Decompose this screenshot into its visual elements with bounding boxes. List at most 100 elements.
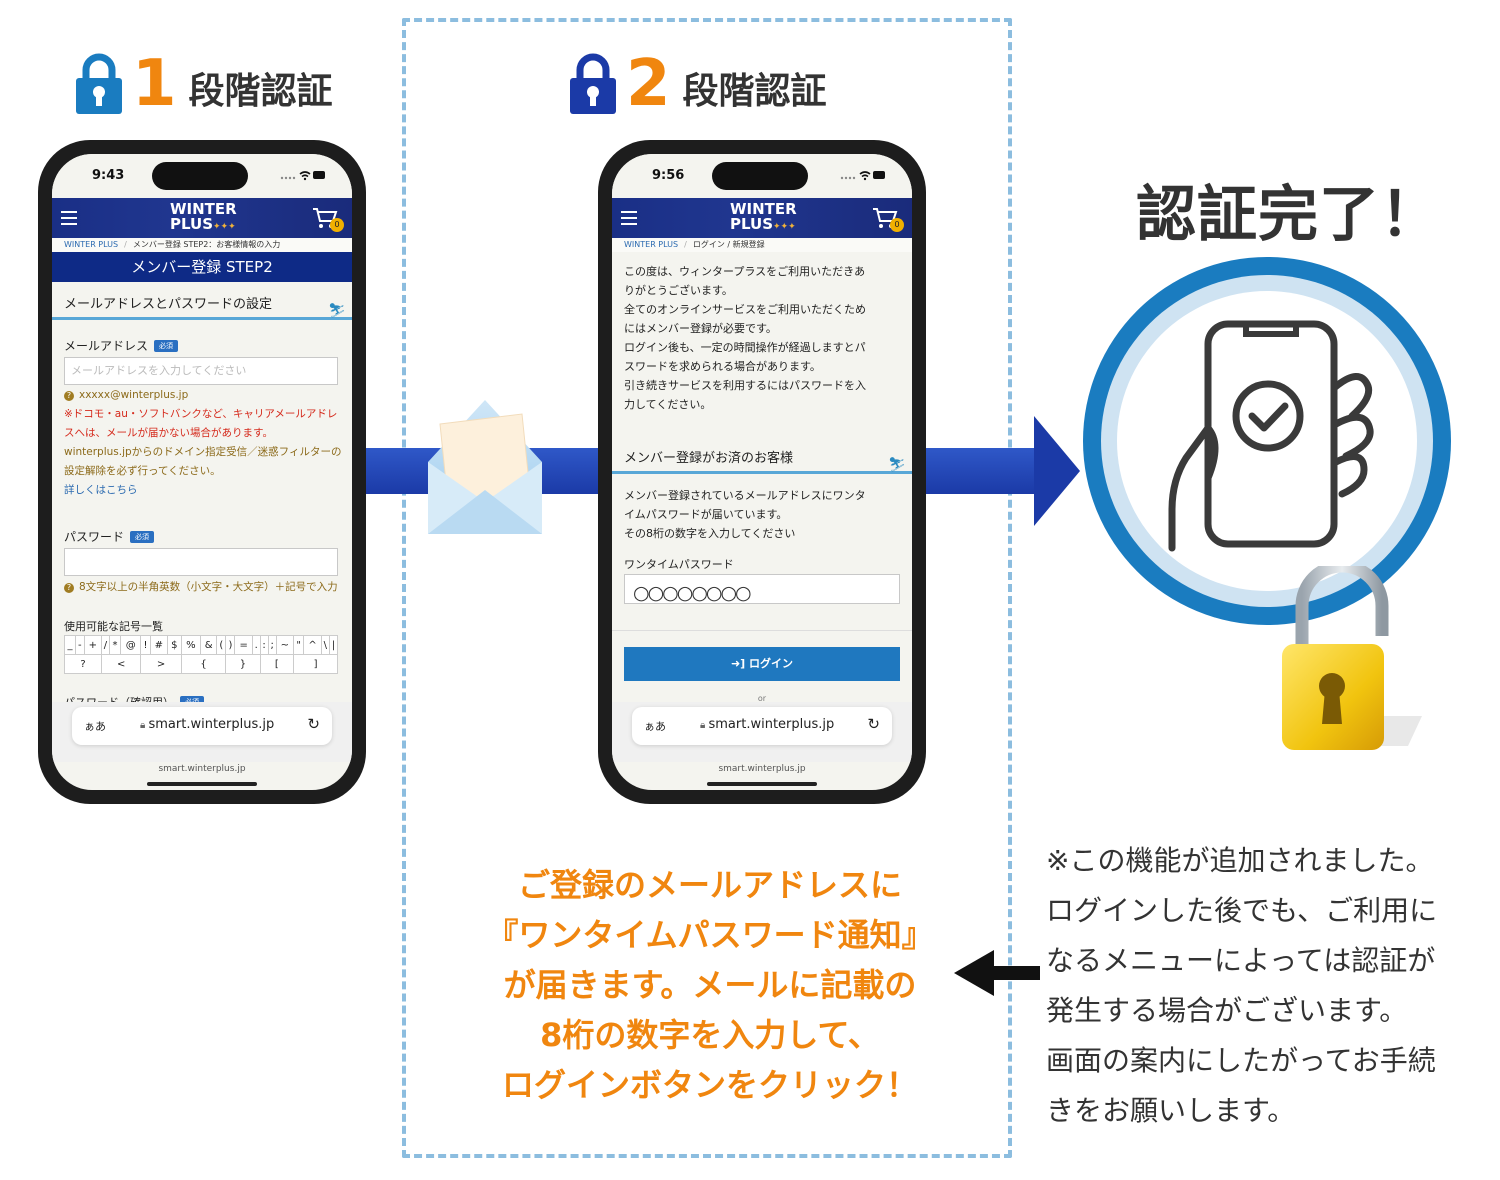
symbol-cell: \ — [320, 635, 330, 655]
details-link[interactable]: 詳しくはこちら — [64, 484, 138, 496]
symbol-cell: % — [180, 635, 202, 655]
symbol-cell: = — [234, 635, 253, 655]
status-time: 9:43 — [92, 168, 125, 183]
bottom-url: smart.winterplus.jp — [158, 764, 246, 774]
phone-step1: 9:43 WINTER PLUS✦✦✦ 0 WINTER PLUS/メンバー登録… — [38, 140, 366, 804]
breadcrumb-current: メンバー登録 STEP2：お客様情報の入力 — [132, 240, 281, 249]
instruction-text: ご登録のメールアドレスに 『ワンタイムパスワード通知』 が届きます。メールに記載… — [486, 866, 934, 1104]
site-logo[interactable]: WINTER PLUS✦✦✦ — [170, 200, 237, 233]
otp-label: ワンタイムパスワード — [624, 558, 734, 571]
symbol-cell: [ — [259, 654, 295, 674]
reload-icon[interactable]: ↻ — [307, 715, 320, 733]
email-notes: ?xxxxx@winterplus.jp ※ドコモ・au・ソフトバンクなど、キャ… — [64, 386, 344, 500]
arrow-head-icon — [1034, 416, 1080, 526]
symbol-cell: . — [251, 635, 261, 655]
help-icon: ? — [64, 391, 74, 401]
address-bar[interactable]: ぁあ 🔒︎ smart.winterplus.jp ↻ — [72, 707, 332, 745]
site-logo[interactable]: WINTER PLUS✦✦✦ — [730, 200, 797, 233]
skier-icon: ⛷ — [888, 457, 906, 473]
symbol-cell: @ — [120, 635, 142, 655]
status-time: 9:56 — [652, 168, 685, 183]
symbol-cell: : — [259, 635, 269, 655]
symbol-cell: $ — [167, 635, 182, 655]
symbol-cell: ? — [64, 654, 102, 674]
breadcrumb: WINTER PLUS/メンバー登録 STEP2：お客様情報の入力 — [52, 238, 352, 252]
padlock-icon — [570, 53, 616, 114]
gold-padlock-icon — [1282, 566, 1422, 750]
symbol-cell: ! — [140, 635, 151, 655]
notice-text: ※この機能が追加されました。 ログインした後でも、ご利用に なるメニューによって… — [1046, 844, 1438, 1127]
step2-heading: 2 段階認証 — [568, 36, 827, 116]
complete-title: 認証完了！ — [1136, 180, 1441, 250]
step2-number: 2 — [626, 47, 671, 121]
symbol-cell: ^ — [303, 635, 322, 655]
otp-instructions: メンバー登録されているメールアドレスにワンタ イムパスワードが届いています。 そ… — [624, 489, 866, 540]
home-indicator — [147, 782, 257, 786]
site-header: WINTER PLUS✦✦✦ 0 — [612, 198, 912, 238]
help-icon: ? — [64, 583, 74, 593]
step1-heading: 1 段階認証 — [74, 36, 333, 116]
symbol-cell: + — [83, 635, 102, 655]
breadcrumb: WINTER PLUS/ログイン / 新規登録 — [612, 238, 912, 252]
symbol-cell: _ — [63, 635, 77, 655]
reload-icon[interactable]: ↻ — [867, 715, 880, 733]
site-header: WINTER PLUS✦✦✦ 0 — [52, 198, 352, 238]
section-title: メールアドレスとパスワードの設定 ⛷ — [52, 290, 352, 320]
bottom-url: smart.winterplus.jp — [718, 764, 806, 774]
symbol-cell: & — [200, 635, 218, 655]
symbol-cell: < — [100, 654, 142, 674]
phone2-screen: 9:56 WINTER PLUS✦✦✦ 0 WINTER PLUS/ログイン /… — [612, 154, 912, 790]
envelope-icon — [428, 400, 542, 534]
symbol-cell: - — [75, 635, 85, 655]
menu-icon[interactable] — [621, 211, 637, 225]
section-title: メンバー登録がお済のお客様 ⛷ — [612, 444, 912, 474]
divider — [612, 630, 912, 631]
text-size-button[interactable]: ぁあ — [644, 720, 666, 733]
or-divider: or — [757, 694, 767, 703]
phone-step2: 9:56 WINTER PLUS✦✦✦ 0 WINTER PLUS/ログイン /… — [598, 140, 926, 804]
breadcrumb-current: ログイン / 新規登録 — [692, 240, 765, 249]
symbol-cell: # — [149, 635, 169, 655]
phone1-screen: 9:43 WINTER PLUS✦✦✦ 0 WINTER PLUS/メンバー登録… — [52, 154, 352, 790]
status-bar: 9:43 — [52, 154, 352, 198]
cart-count-badge: 0 — [890, 218, 904, 232]
password-label: パスワード必須 — [64, 528, 155, 545]
signal-battery-icon — [840, 171, 885, 181]
signal-battery-icon — [280, 171, 325, 181]
address-bar[interactable]: ぁあ 🔒︎ smart.winterplus.jp ↻ — [632, 707, 892, 745]
otp-input[interactable]: ○○○○○○○○ — [624, 574, 900, 604]
step2-label: 段階認証 — [682, 71, 827, 112]
symbol-cell: > — [140, 654, 182, 674]
password-confirm-label: パスワード（確認用）必須 — [64, 694, 204, 704]
url-text: 🔒︎ smart.winterplus.jp — [140, 717, 275, 732]
symbol-cell: } — [225, 654, 261, 674]
password-note: ?8文字以上の半角英数（小文字・大文字）＋記号で入力 — [64, 578, 344, 597]
symbol-cell: ( — [216, 635, 227, 655]
symbol-cell: ) — [225, 635, 236, 655]
url-text: 🔒︎ smart.winterplus.jp — [700, 717, 835, 732]
login-icon: ➜] — [730, 657, 750, 670]
breadcrumb-home[interactable]: WINTER PLUS — [64, 240, 119, 249]
skier-icon: ⛷ — [328, 303, 346, 319]
step1-label: 段階認証 — [188, 71, 333, 112]
breadcrumb-home[interactable]: WINTER PLUS — [624, 240, 679, 249]
symbol-cell: ] — [293, 654, 338, 674]
step2-dashed-frame — [402, 18, 1012, 1158]
dynamic-island — [712, 162, 808, 190]
email-field[interactable]: メールアドレスを入力してください — [64, 357, 338, 385]
left-arrow-icon — [954, 950, 1040, 996]
status-bar: 9:56 — [612, 154, 912, 198]
symbol-cell: * — [109, 635, 122, 655]
required-badge: 必須 — [154, 340, 179, 352]
symbol-cell: | — [328, 635, 339, 655]
home-indicator — [707, 782, 817, 786]
symbol-cell: ~ — [275, 635, 295, 655]
symbols-title: 使用可能な記号一覧 — [64, 620, 163, 633]
symbols-table: _-+/*@!#$%&()=.:;~"^\| ?<>{}[] — [63, 635, 339, 674]
step1-number: 1 — [132, 47, 177, 121]
symbol-cell: / — [100, 635, 111, 655]
login-button[interactable]: ➜] ログイン — [624, 647, 900, 681]
password-field[interactable] — [64, 548, 338, 576]
text-size-button[interactable]: ぁあ — [84, 720, 106, 733]
menu-icon[interactable] — [61, 211, 77, 225]
